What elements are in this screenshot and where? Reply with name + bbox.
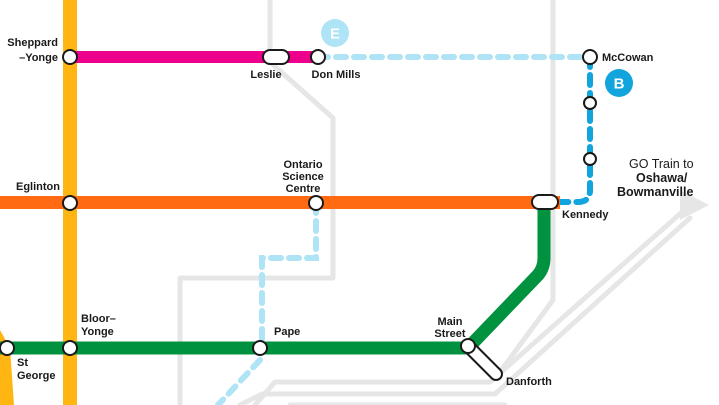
label-st-george-2: George bbox=[17, 370, 56, 382]
station-labels: Sheppard –Yonge Leslie Don Mills McCowan… bbox=[7, 37, 653, 388]
go-train-label: GO Train to Oshawa/ Bowmanville bbox=[617, 157, 694, 199]
label-don-mills: Don Mills bbox=[312, 69, 361, 81]
station-b-intermediate-1[interactable] bbox=[583, 96, 597, 110]
label-eglinton: Eglinton bbox=[16, 181, 60, 193]
station-main-street[interactable] bbox=[460, 338, 476, 354]
badge-line-b-label: B bbox=[614, 76, 625, 93]
label-kennedy: Kennedy bbox=[562, 209, 609, 221]
label-pape: Pape bbox=[274, 326, 300, 338]
label-bloor-yonge-2: Yonge bbox=[81, 326, 114, 338]
station-ontario-science-centre[interactable] bbox=[308, 195, 324, 211]
go-corridor-lakeshore-1 bbox=[252, 202, 693, 405]
line-eglinton bbox=[0, 196, 560, 209]
label-main-street-2: Street bbox=[434, 328, 466, 340]
label-sheppard-yonge-2: –Yonge bbox=[19, 52, 58, 64]
station-bloor-yonge[interactable] bbox=[62, 340, 78, 356]
label-sheppard-yonge-1: Sheppard bbox=[7, 37, 58, 49]
station-leslie[interactable] bbox=[262, 49, 290, 65]
station-eglinton[interactable] bbox=[62, 195, 78, 211]
station-b-intermediate-2[interactable] bbox=[583, 152, 597, 166]
label-ontario-science-centre-3: Centre bbox=[286, 183, 321, 195]
station-mccowan[interactable] bbox=[582, 49, 598, 65]
go-train-arrow-icon bbox=[680, 190, 709, 220]
label-ontario-science-centre-2: Science bbox=[282, 171, 324, 183]
go-train-label-2: Oshawa/ bbox=[636, 171, 688, 185]
label-mccowan: McCowan bbox=[602, 52, 654, 64]
label-main-street-1: Main bbox=[437, 316, 462, 328]
label-ontario-science-centre-1: Ontario bbox=[283, 159, 322, 171]
go-corridor-lakeshore-2 bbox=[237, 215, 693, 405]
station-don-mills[interactable] bbox=[310, 49, 326, 65]
label-danforth: Danforth bbox=[506, 376, 552, 388]
go-corridor-east bbox=[497, 0, 556, 375]
label-bloor-yonge-1: Bloor– bbox=[81, 313, 116, 325]
label-leslie: Leslie bbox=[250, 69, 281, 81]
go-train-label-3: Bowmanville bbox=[617, 185, 693, 199]
station-sheppard-yonge[interactable] bbox=[62, 49, 78, 65]
future-line-b bbox=[555, 54, 593, 205]
go-train-label-1: GO Train to bbox=[629, 157, 694, 171]
station-pape[interactable] bbox=[252, 340, 268, 356]
badge-line-b: B bbox=[605, 69, 633, 97]
line-bloor-danforth bbox=[0, 202, 551, 355]
label-st-george-1: St bbox=[17, 357, 28, 369]
station-markers bbox=[0, 49, 598, 381]
badge-line-e: E bbox=[321, 19, 349, 47]
line-sheppard bbox=[70, 51, 318, 63]
station-st-george[interactable] bbox=[0, 340, 15, 356]
badge-line-e-label: E bbox=[330, 26, 340, 43]
station-kennedy[interactable] bbox=[531, 194, 559, 210]
future-line-e bbox=[215, 54, 593, 405]
